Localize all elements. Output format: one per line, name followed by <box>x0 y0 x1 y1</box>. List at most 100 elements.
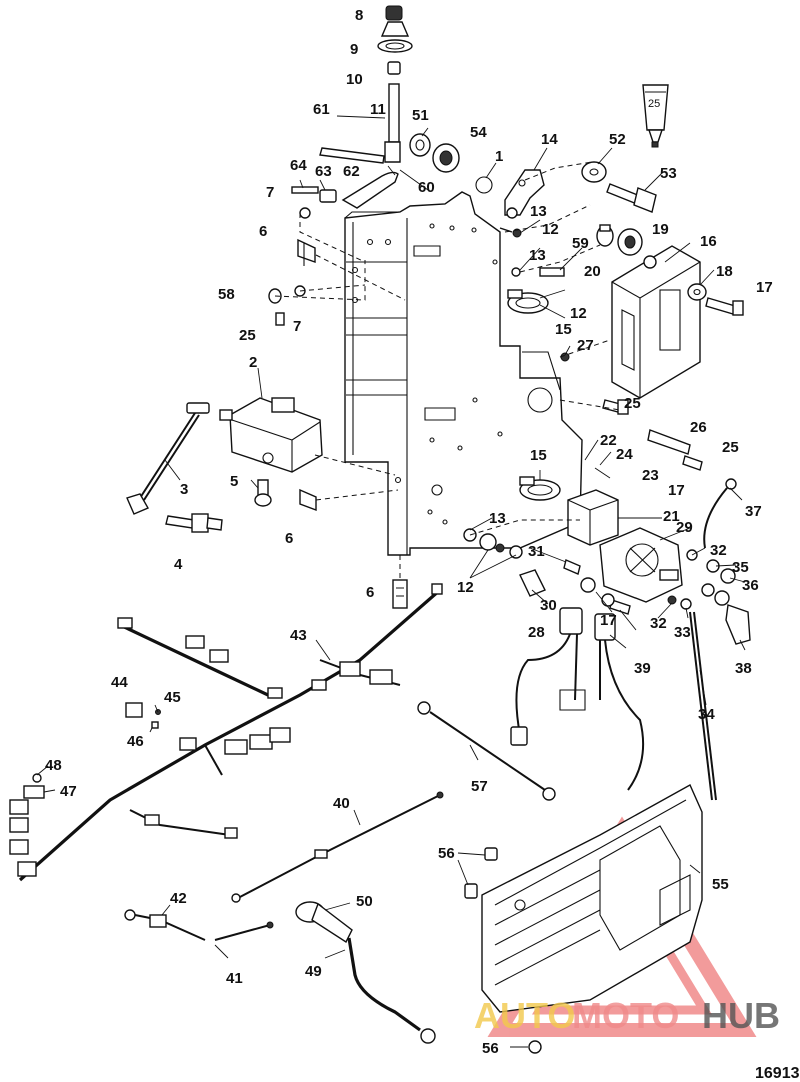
callout-43: 43 <box>290 627 307 644</box>
callout-4: 4 <box>174 556 183 573</box>
grommet-19 <box>617 228 643 256</box>
callout-39: 39 <box>634 660 651 677</box>
callout-54: 54 <box>470 124 487 141</box>
callout-6c: 6 <box>366 584 374 601</box>
callout-30: 30 <box>540 597 557 614</box>
callout-25a: 25 <box>239 327 256 344</box>
callout-6a: 6 <box>259 223 267 240</box>
harness-39 <box>510 607 645 791</box>
callout-27: 27 <box>577 337 594 354</box>
callout-17a: 17 <box>756 279 773 296</box>
solenoid-hardware <box>667 549 751 645</box>
ignition-coil <box>219 397 323 473</box>
callout-16: 16 <box>700 233 717 250</box>
callout-23: 23 <box>642 467 659 484</box>
callout-55: 55 <box>712 876 729 893</box>
cable-34 <box>689 611 717 801</box>
callout-13c: 13 <box>489 510 506 527</box>
fuse-48 <box>32 773 42 783</box>
callout-32a: 32 <box>710 542 727 559</box>
grommet-20 <box>596 224 614 247</box>
callout-25b: 25 <box>624 395 641 412</box>
figure-number: 16913 <box>755 1065 800 1082</box>
tube-label: 25 <box>648 98 660 110</box>
callout-15b: 15 <box>530 447 547 464</box>
callout-19: 19 <box>652 221 669 238</box>
clamp-6-upper <box>297 238 316 266</box>
fuse-holder-47 <box>23 785 45 799</box>
spark-plug <box>165 513 223 533</box>
cable-41-42 <box>124 909 274 941</box>
callout-26: 26 <box>690 419 707 436</box>
callout-59: 59 <box>572 235 589 252</box>
callout-33: 33 <box>674 624 691 641</box>
nut-56-a <box>484 847 498 861</box>
mounting-plate <box>344 176 583 556</box>
callout-6b: 6 <box>285 530 293 547</box>
callout-32b: 32 <box>650 615 667 632</box>
clamp-6-lower <box>299 488 317 512</box>
callout-18: 18 <box>716 263 733 280</box>
callout-56a: 56 <box>438 845 455 862</box>
callout-12c: 12 <box>457 579 474 596</box>
nut-56-c <box>528 1040 542 1054</box>
callout-57: 57 <box>471 778 488 795</box>
callout-17c: 17 <box>600 612 617 629</box>
callout-64: 64 <box>290 157 307 174</box>
pin-46 <box>151 721 159 729</box>
callout-53: 53 <box>660 165 677 182</box>
cable-37 <box>703 478 737 549</box>
callout-28: 28 <box>528 624 545 641</box>
bolt-53 <box>606 183 657 213</box>
callout-2: 2 <box>249 354 257 371</box>
main-harness-43 <box>9 583 443 882</box>
callout-62: 62 <box>343 163 360 180</box>
watermark-text: AUTO MOTO HUB <box>474 995 780 1036</box>
connector-6-bottom <box>392 579 408 609</box>
callout-61: 61 <box>313 101 330 118</box>
clamp-15-lower <box>519 476 561 501</box>
sealant-tube: 25 <box>642 84 669 148</box>
callout-46: 46 <box>127 733 144 750</box>
callout-31: 31 <box>528 543 545 560</box>
cable-40 <box>231 791 444 903</box>
callout-44: 44 <box>111 674 128 691</box>
callout-17b: 17 <box>668 482 685 499</box>
callout-38: 38 <box>735 660 752 677</box>
callouts: 8 9 10 11 61 51 54 1 14 52 53 64 63 62 6… <box>45 7 773 1057</box>
callout-51: 51 <box>412 107 429 124</box>
solenoid-29 <box>599 527 683 603</box>
callout-25c: 25 <box>722 439 739 456</box>
callout-63: 63 <box>315 163 332 180</box>
callout-24: 24 <box>616 446 633 463</box>
fasteners-middle <box>463 528 631 615</box>
callout-34: 34 <box>698 706 715 723</box>
boot-50 <box>295 901 436 1044</box>
callout-35: 35 <box>732 559 749 576</box>
cable-57 <box>417 701 556 801</box>
callout-11: 11 <box>370 101 386 118</box>
callout-20: 20 <box>584 263 601 280</box>
watermark-hub: HUB <box>702 995 780 1036</box>
callout-13b: 13 <box>529 247 546 264</box>
callout-3: 3 <box>180 481 188 498</box>
callout-21: 21 <box>663 508 680 525</box>
nut-56-b <box>464 883 478 899</box>
callout-47: 47 <box>60 783 77 800</box>
callout-37: 37 <box>745 503 762 520</box>
callout-36: 36 <box>742 577 759 594</box>
callout-12b: 12 <box>570 305 587 322</box>
watermark-auto: AUTO <box>474 995 575 1036</box>
fasteners-upper <box>268 207 703 471</box>
relay-21 <box>567 489 619 546</box>
callout-58: 58 <box>218 286 235 303</box>
callout-52: 52 <box>609 131 626 148</box>
callout-10: 10 <box>346 71 363 88</box>
callout-12a: 12 <box>542 221 559 238</box>
callout-50: 50 <box>356 893 373 910</box>
callout-5: 5 <box>230 473 238 490</box>
callout-45: 45 <box>164 689 181 706</box>
leader-lines <box>36 115 746 1048</box>
clamp-15-upper <box>507 289 549 314</box>
